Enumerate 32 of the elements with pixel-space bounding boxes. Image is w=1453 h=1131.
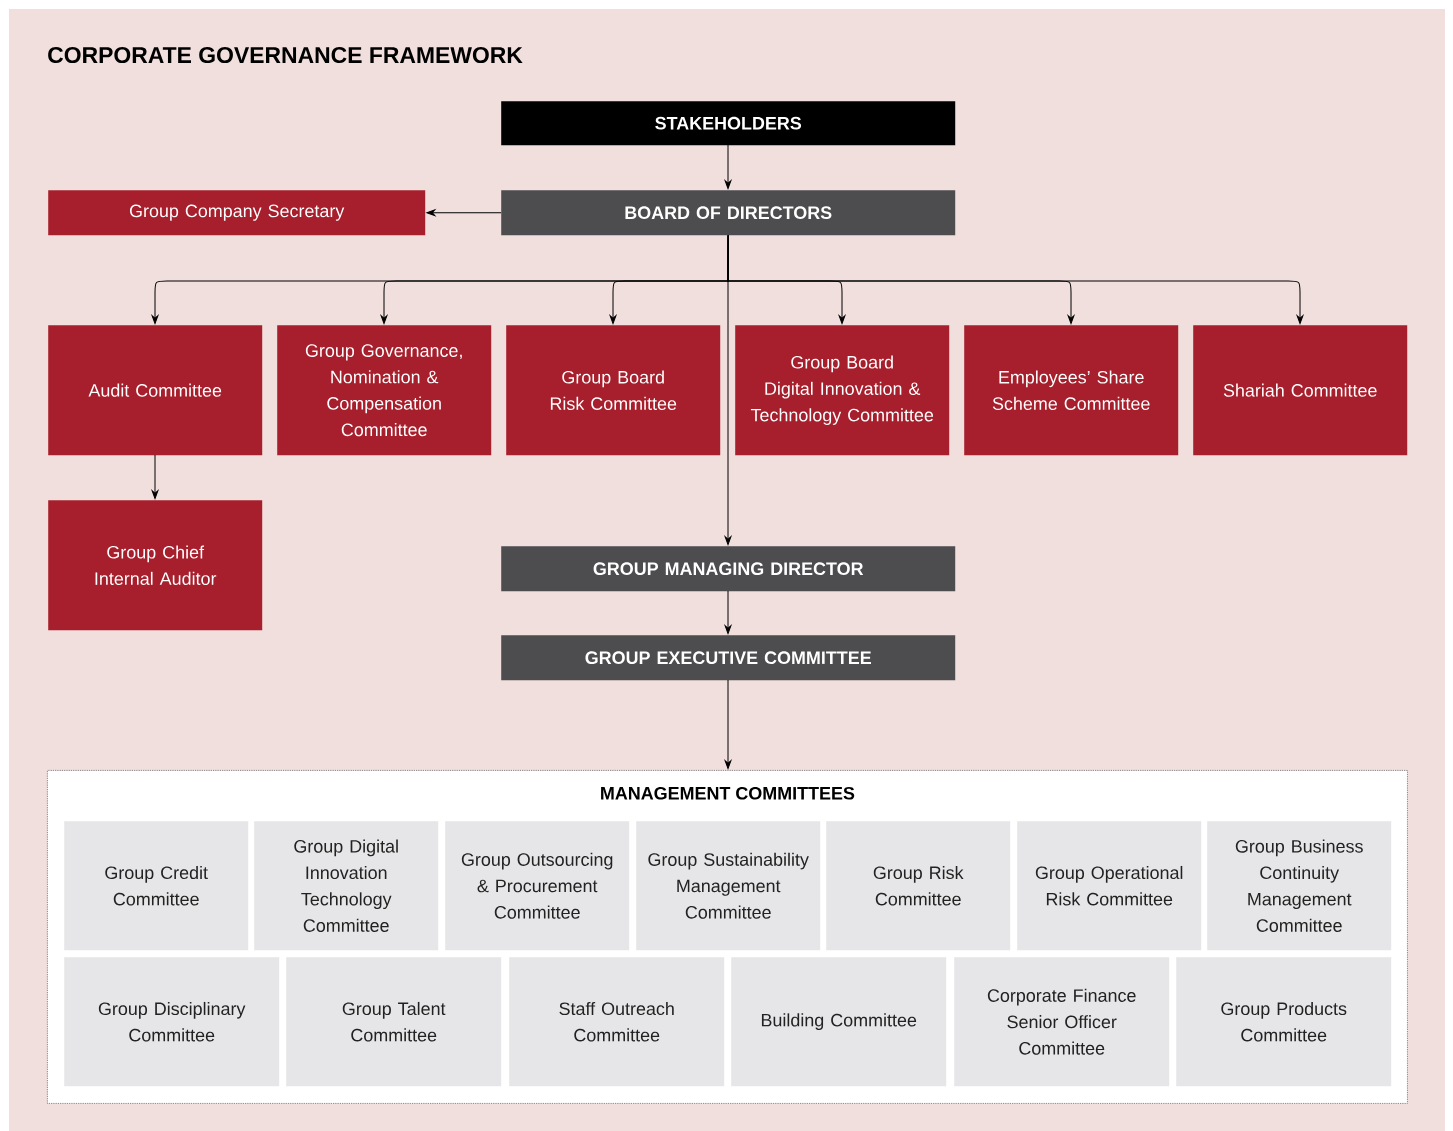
header-box: GROUP EXECUTIVE COMMITTEE: [501, 635, 956, 681]
committee-box: Group Board Risk Committee: [506, 325, 721, 456]
committee-box: Group Products Committee: [1176, 957, 1392, 1087]
committee-box: Group Digital Innovation Technology Committee: [254, 821, 439, 951]
header-box: GROUP MANAGING DIRECTOR: [501, 546, 956, 592]
arrow: [724, 144, 732, 190]
committee-box: Audit Committee: [48, 325, 263, 456]
committee-box: Group Talent Committee: [286, 957, 502, 1087]
arrow: [724, 590, 732, 635]
arrow: [724, 234, 732, 546]
committee-box: Staff Outreach Committee: [509, 957, 725, 1087]
committee-box: Group Sustainability Management Committee: [636, 821, 821, 951]
arrow: [151, 454, 159, 500]
committee-box: Group Outsourcing & Procurement Committee: [445, 821, 630, 951]
committee-box: Group Risk Committee: [826, 821, 1011, 951]
committee-box: Group Disciplinary Committee: [64, 957, 280, 1087]
committee-box: Group Credit Committee: [64, 821, 249, 951]
arrow: [724, 679, 732, 770]
arrow: [426, 209, 502, 217]
committee-box: Group Board Digital Innovation & Technology Committee: [735, 325, 950, 456]
committee-box: Group Company Secretary: [48, 190, 426, 236]
header-box: BOARD OF DIRECTORS: [501, 190, 956, 236]
committee-box: Group Business Continuity Management Committee: [1207, 821, 1392, 951]
committee-box: Building Committee: [731, 957, 947, 1087]
committee-box: Group Governance, Nomination & Compensation Committee: [277, 325, 492, 456]
committee-box: Group Chief Internal Auditor: [48, 500, 263, 631]
committee-box: Corporate Finance Senior Officer Committee: [954, 957, 1170, 1087]
committee-box: Group Operational Risk Committee: [1017, 821, 1202, 951]
committee-box: Shariah Committee: [1193, 325, 1408, 456]
committee-box: Employees’ Share Scheme Committee: [964, 325, 1179, 456]
title: CORPORATE GOVERNANCE FRAMEWORK: [48, 46, 523, 64]
header-box: STAKEHOLDERS: [501, 101, 956, 146]
